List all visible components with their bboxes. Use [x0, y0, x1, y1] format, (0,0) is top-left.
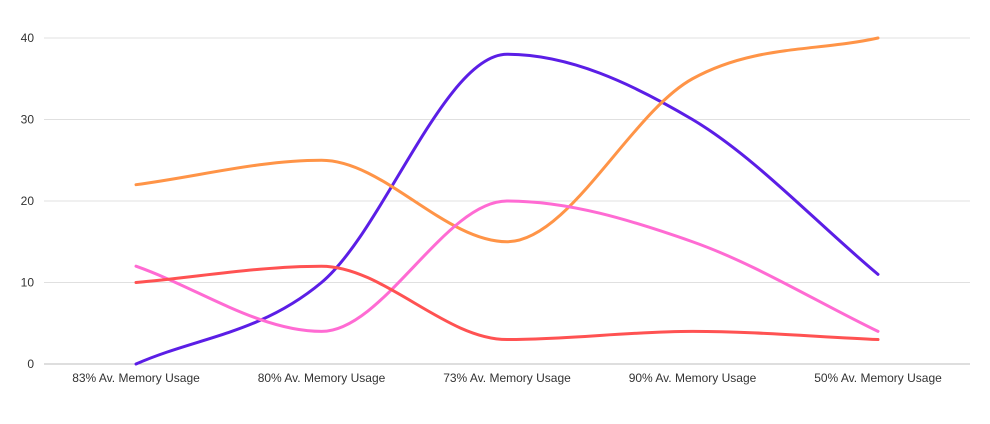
x-tick-label: 90% Av. Memory Usage — [629, 371, 757, 385]
x-tick-label: 80% Av. Memory Usage — [258, 371, 386, 385]
x-tick-label: 50% Av. Memory Usage — [814, 371, 942, 385]
series-line-4 — [134, 264, 880, 342]
series-line-2 — [134, 36, 880, 244]
x-tick-label: 73% Av. Memory Usage — [443, 371, 571, 385]
y-axis: 0 10 20 30 40 — [21, 31, 35, 371]
series-line-3 — [134, 199, 880, 333]
y-tick-label: 30 — [21, 113, 35, 127]
series-group — [134, 36, 880, 366]
x-tick-label: 83% Av. Memory Usage — [72, 371, 200, 385]
y-tick-label: 20 — [21, 194, 35, 208]
y-tick-label: 0 — [27, 357, 34, 371]
y-tick-label: 10 — [21, 276, 35, 290]
y-tick-label: 40 — [21, 31, 35, 45]
x-axis: 83% Av. Memory Usage 80% Av. Memory Usage… — [72, 371, 942, 385]
series-line-1 — [134, 52, 880, 366]
